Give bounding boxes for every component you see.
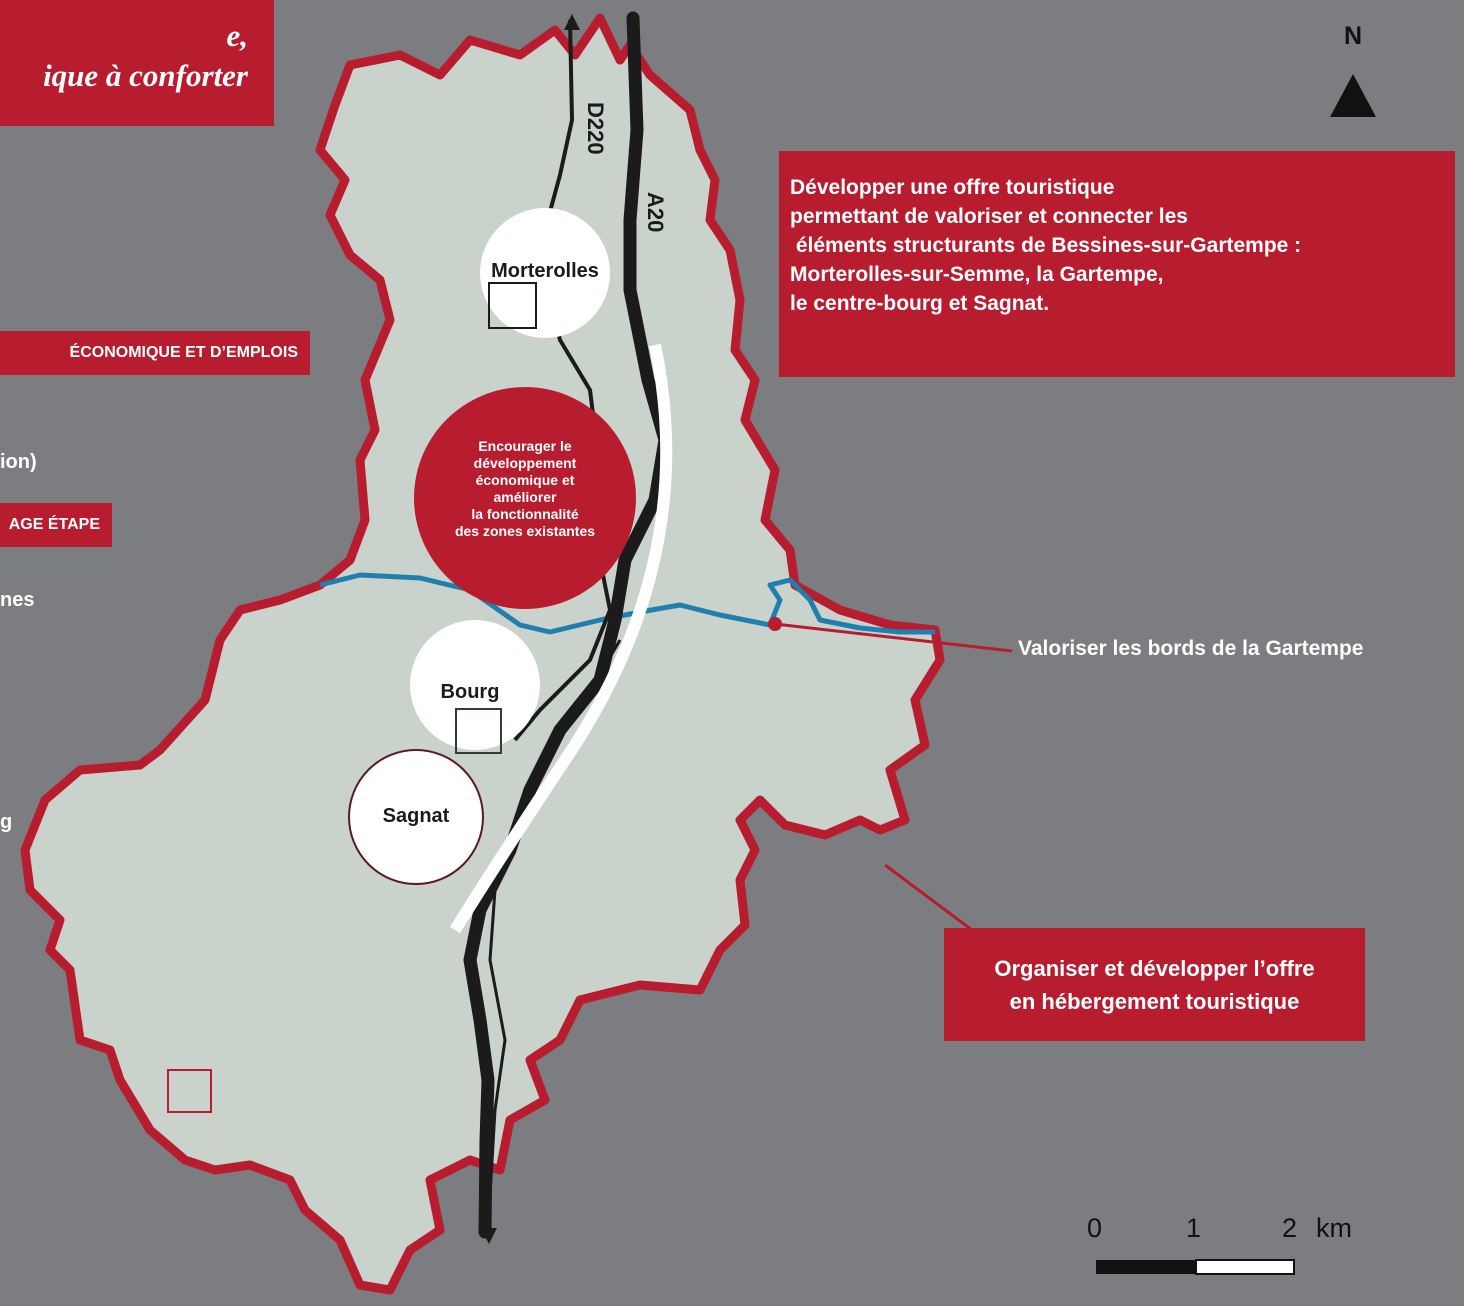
scale-unit: km — [1316, 1213, 1352, 1243]
title-line-2: ique à conforter — [43, 58, 248, 93]
road-arrow-north — [564, 14, 580, 30]
economic-zone-line: développement — [474, 455, 577, 471]
sagnat-circle — [348, 749, 484, 885]
callout-gartempe: Valoriser les bords de la Gartempe — [1018, 637, 1364, 660]
gartempe-leader-line — [774, 622, 1013, 653]
tourism-axis — [449, 343, 673, 934]
callout-tourism-offer: Développer une offre touristique permett… — [779, 151, 1455, 377]
morterolles-marker — [488, 282, 537, 329]
callout-line: éléments structurants de Bessines-sur-Ga… — [790, 234, 1302, 257]
site-marker — [167, 1069, 212, 1113]
scale-bar-white — [1195, 1259, 1295, 1275]
hosting-leader-line — [884, 863, 973, 932]
road-arrow-south — [481, 1228, 497, 1244]
morterolles-circle — [480, 208, 610, 338]
economic-zone-line: des zones existantes — [455, 523, 595, 539]
economic-zone-line: économique et — [476, 472, 575, 488]
road-label-d220: D220 — [583, 102, 608, 155]
hosting-line: en hébergement touristique — [1009, 989, 1300, 1014]
road-a20-secondary — [486, 639, 622, 1231]
place-label-bourg: Bourg — [441, 681, 500, 703]
economic-zone-line: Encourager le — [478, 438, 572, 454]
scale-label-2: 2 — [1282, 1213, 1298, 1243]
callout-line: le centre-bourg et Sagnat. — [790, 292, 1050, 315]
bourg-marker — [455, 708, 502, 754]
road-a20 — [463, 11, 672, 1239]
north-label: N — [1344, 22, 1362, 50]
legend-item-partial-3: g — [0, 811, 13, 833]
north-arrow-icon — [1330, 74, 1376, 117]
legend-item-partial-2: nes — [0, 589, 35, 611]
title-box: e, ique à conforter — [0, 0, 274, 126]
road-label-a20: A20 — [643, 192, 668, 232]
callout-line: Développer une offre touristique — [790, 176, 1115, 199]
legend-section-stage: AGE ÉTAPE — [0, 503, 112, 547]
bourg-circle — [410, 620, 540, 750]
hosting-line: Organiser et développer l’offre — [994, 956, 1315, 981]
scale-label-0: 0 — [1087, 1213, 1103, 1243]
place-label-sagnat: Sagnat — [383, 805, 450, 827]
economic-zone-line: améliorer — [493, 489, 557, 505]
title-line-1: e, — [226, 18, 248, 53]
place-label-morterolles: Morterolles — [491, 260, 599, 282]
economic-zone-line: la fonctionnalité — [471, 506, 579, 522]
scale-bar-black — [1096, 1260, 1196, 1274]
legend-section-economic: ÉCONOMIQUE ET D’EMPLOIS — [0, 331, 310, 375]
callout-line: Morterolles-sur-Semme, la Gartempe, — [790, 263, 1164, 286]
callout-hosting: Organiser et développer l’offre en héber… — [944, 928, 1365, 1041]
scale-label-1: 1 — [1186, 1213, 1202, 1243]
legend-item-partial-1: ion) — [0, 451, 37, 473]
callout-line: permettant de valoriser et connecter les — [790, 205, 1188, 228]
economic-zone-circle — [414, 387, 636, 609]
